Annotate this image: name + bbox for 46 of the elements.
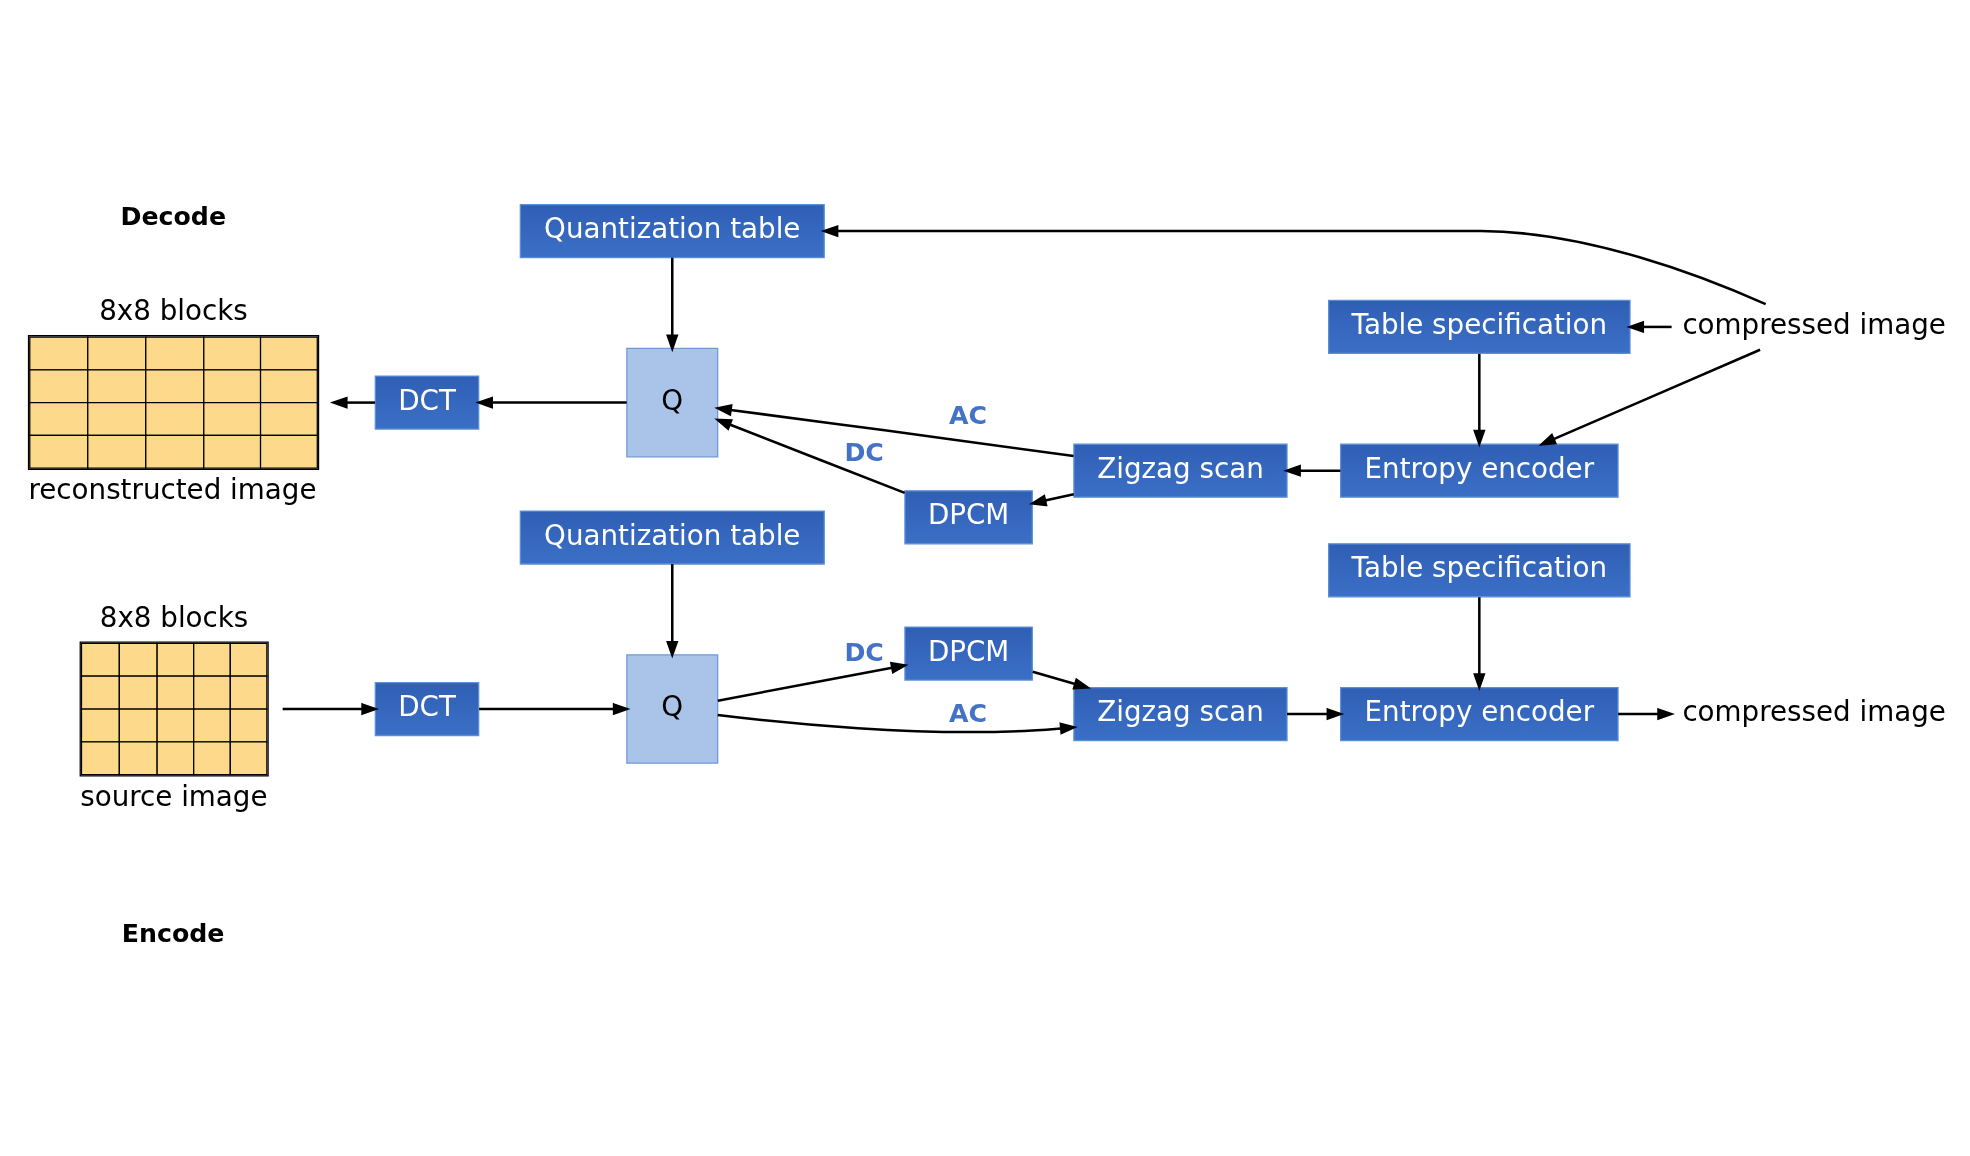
arrow: [282, 702, 379, 715]
arrow: [1032, 669, 1092, 690]
arrow: [1618, 707, 1675, 720]
node-box: DCT: [374, 375, 480, 430]
label: Encode: [121, 918, 225, 948]
node-text: compressed image: [1682, 694, 1946, 728]
node-label: 8x8 blocks: [99, 293, 248, 327]
edge-label: DC: [844, 437, 884, 467]
arrow: [329, 395, 376, 409]
node-box: Entropy encoder: [1339, 443, 1619, 498]
node-box: Quantization table: [519, 203, 825, 258]
arrow: [1538, 348, 1761, 446]
arrow: [475, 395, 627, 409]
arrow: [1473, 596, 1486, 691]
node-box: Zigzag scan: [1073, 686, 1288, 741]
arrow: [666, 563, 679, 659]
arrow: [714, 418, 906, 494]
arrow: [714, 403, 1074, 457]
node-label: source image: [80, 779, 268, 813]
node-box: Quantization table: [519, 509, 825, 565]
node-box: Table specification: [1328, 542, 1631, 597]
node-box: Entropy encoder: [1339, 686, 1619, 741]
arrow: [666, 257, 679, 352]
node-text: compressed image: [1682, 307, 1946, 341]
node-box: DCT: [374, 681, 480, 736]
arrow: [1287, 707, 1345, 720]
arrow: [1473, 353, 1486, 448]
arrow: [1028, 492, 1075, 506]
arrow: [479, 702, 631, 715]
arrow: [1283, 464, 1341, 477]
arrow: [717, 713, 1078, 735]
node-box: Q: [626, 653, 719, 764]
node-box: Table specification: [1328, 299, 1631, 354]
node-box: DPCM: [904, 489, 1033, 544]
node-label: reconstructed image: [28, 472, 317, 506]
node-box: Q: [626, 347, 719, 457]
edge-label: AC: [949, 698, 988, 728]
edge-label: AC: [949, 400, 988, 430]
arrow: [717, 661, 909, 702]
node-box: Zigzag scan: [1073, 443, 1288, 498]
edge-label: DC: [844, 637, 884, 667]
node-box: DPCM: [904, 625, 1033, 681]
arrow: [1626, 320, 1672, 333]
arrow: [820, 224, 1767, 305]
node-label: 8x8 blocks: [99, 600, 249, 634]
label: Decode: [120, 201, 227, 231]
